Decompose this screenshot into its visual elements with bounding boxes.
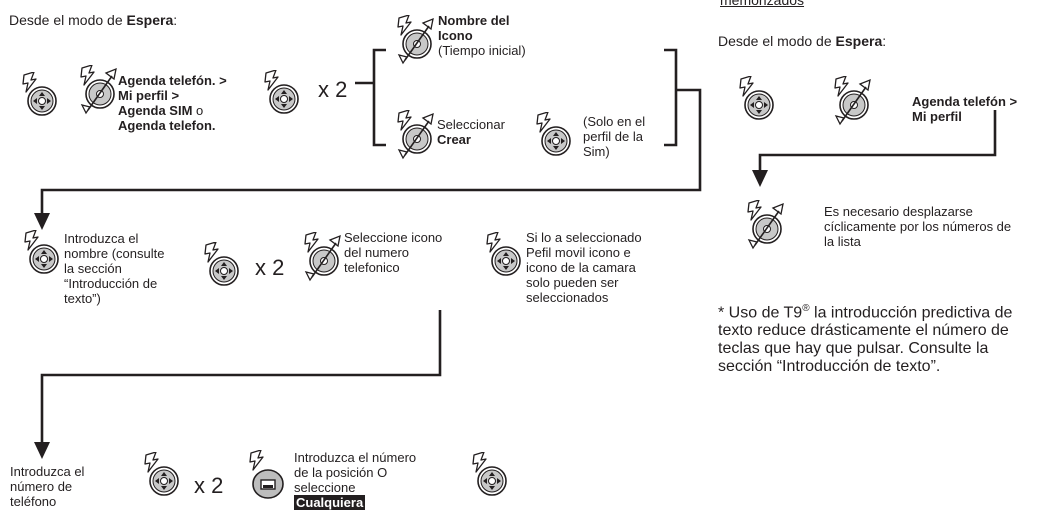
step-line: la sección (64, 261, 122, 276)
step-line: Introduzca el número (294, 450, 417, 465)
menu-path-line: Mi perfil (912, 109, 962, 124)
navigation-key-icon (468, 452, 512, 504)
step-line: “Introducción de (64, 276, 158, 291)
navigation-scroll-icon (830, 76, 874, 128)
menu-path-line: Agenda telefón. > (118, 73, 227, 88)
step-line: del numero (344, 245, 410, 260)
sim-only-note: (Solo en el perfil de la Sim) (583, 114, 645, 159)
selection-note: Si lo a seleccionado Pefil movil icono e… (526, 230, 642, 305)
menu-path-line: Agenda SIM (118, 103, 193, 118)
step-line: número de (10, 479, 73, 494)
step-line: Seleccione icono (344, 230, 443, 245)
step-line: seleccione (294, 480, 356, 495)
note-line: perfil de la (583, 129, 643, 144)
step-line: teléfono (10, 494, 57, 509)
note-text: * Uso de T9 (718, 304, 803, 322)
standby-instruction: Desde el modo de Espera: (9, 12, 177, 28)
standby-prefix: Desde el modo de (718, 33, 836, 49)
navigation-scroll-icon (393, 15, 437, 67)
arrow-down-icon (752, 170, 768, 187)
navigation-scroll-icon (300, 232, 344, 284)
repeat-count: x 2 (318, 77, 348, 102)
navigation-key-icon (140, 452, 184, 504)
icon-name-option: Nombre del Icono (Tiempo inicial) (438, 13, 526, 58)
note-line: icono de la camara (526, 260, 636, 275)
enter-number-step: Introduzca el número de teléfono (10, 464, 84, 509)
navigation-key-icon (18, 72, 62, 124)
standby-bold: Espera (835, 33, 883, 49)
step-line: telefonico (344, 260, 400, 275)
option-line: (Tiempo inicial) (438, 43, 526, 58)
navigation-scroll-icon (76, 65, 120, 117)
note-text: sección “Introducción de texto”. (718, 358, 941, 376)
note-line: cíclicamente por los números de (824, 219, 1012, 234)
scroll-note: Es necesario desplazarse cíclicamente po… (824, 204, 1011, 249)
option-line: Crear (437, 132, 471, 147)
any-option-highlight: Cualquiera (294, 495, 366, 510)
menu-path: Agenda telefón. > Mi perfil > Agenda SIM… (118, 73, 227, 133)
navigation-key-icon (20, 230, 64, 282)
registered-mark: ® (802, 303, 810, 314)
t9-note: * Uso de T9® la introducción predictiva … (718, 300, 1012, 376)
right-menu-path: Agenda telefón > Mi perfil (912, 94, 1017, 124)
navigation-key-icon (735, 76, 779, 128)
step-line: nombre (consulte (64, 246, 165, 261)
note-line: Sim) (583, 144, 610, 159)
note-line: (Solo en el (583, 114, 646, 129)
note-text: la introducción predictiva de (809, 304, 1013, 322)
note-text: texto reduce drásticamente el número de (718, 322, 1009, 340)
navigation-scroll-icon (393, 110, 437, 162)
select-icon-step: Seleccione icono del numero telefonico (344, 230, 442, 275)
standby-suffix: : (882, 33, 887, 49)
step-line: texto”) (64, 291, 101, 306)
menu-path-line: o (192, 103, 204, 118)
navigation-key-icon (200, 242, 244, 294)
option-line: Seleccionar (437, 117, 505, 132)
repeat-count: x 2 (255, 255, 285, 280)
note-line: seleccionados (526, 290, 609, 305)
note-text: teclas que hay que pulsar. Consulte la (718, 340, 989, 358)
standby-prefix: Desde el modo de (9, 12, 127, 28)
note-line: Si lo a seleccionado (526, 230, 642, 245)
menu-path-line: Agenda telefon. (118, 118, 216, 133)
menu-path-line: Mi perfil > (118, 88, 180, 103)
option-line: Icono (438, 28, 473, 43)
step-line: Introduzca el (10, 464, 85, 479)
note-line: Pefil movil icono e (526, 245, 631, 260)
note-line: Es necesario desplazarse (824, 204, 973, 219)
navigation-scroll-icon (743, 200, 787, 252)
navigation-key-icon (532, 112, 576, 164)
note-line: la lista (824, 234, 861, 249)
option-line: Nombre del (438, 13, 510, 28)
select-create-option: Seleccionar Crear (437, 117, 505, 147)
menu-path-line: Agenda telefón > (912, 94, 1018, 109)
position-step: Introduzca el número de la posición O se… (294, 450, 416, 510)
note-line: solo pueden ser (526, 275, 619, 290)
step-line: Introduzca el (64, 231, 139, 246)
navigation-key-icon (260, 70, 304, 122)
enter-name-step: Introduzca el nombre (consulte la secció… (64, 231, 164, 306)
standby-instruction: Desde el modo de Espera: (718, 33, 886, 49)
soft-key-icon (245, 450, 289, 502)
standby-suffix: : (173, 12, 178, 28)
section-heading-fragment: memorizados (720, 0, 805, 8)
repeat-count: x 2 (194, 473, 224, 498)
arrow-down-icon (34, 213, 50, 230)
standby-bold: Espera (126, 12, 174, 28)
step-line: de la posición O (294, 465, 388, 480)
arrow-down-icon (34, 442, 50, 459)
navigation-key-icon (482, 232, 526, 284)
